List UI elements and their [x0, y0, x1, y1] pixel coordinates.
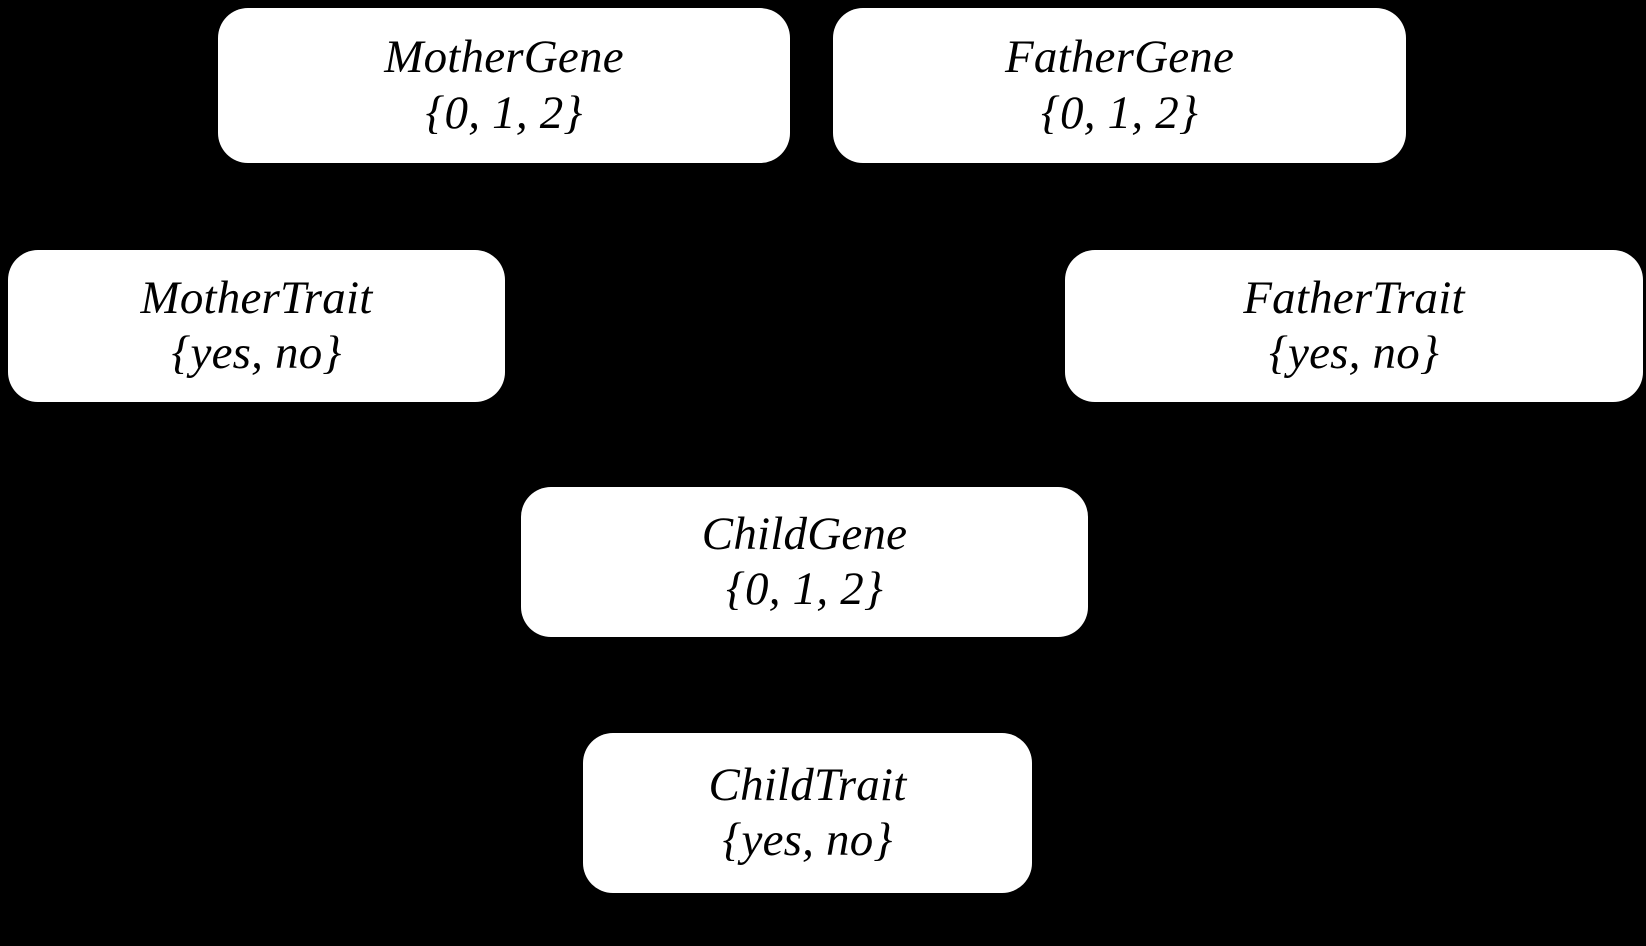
edge-mother-gene-to-mother-trait — [254, 161, 382, 252]
node-father-trait-domain: {yes, no} — [1269, 327, 1439, 379]
edge-mother-gene-to-child-gene — [558, 162, 732, 488]
node-child-trait-label: ChildTrait — [708, 758, 907, 811]
node-father-trait-label: FatherTrait — [1243, 271, 1465, 324]
node-father-gene[interactable]: FatherGene {0, 1, 2} — [833, 8, 1406, 163]
node-child-gene-label: ChildGene — [701, 507, 908, 560]
node-mother-gene-domain: {0, 1, 2} — [425, 86, 583, 139]
node-father-gene-label: FatherGene — [1004, 31, 1235, 84]
node-mother-trait-domain: {yes, no} — [171, 327, 342, 379]
edge-father-gene-to-child-gene — [878, 162, 1062, 488]
node-child-gene[interactable]: ChildGene {0, 1, 2} — [521, 487, 1088, 637]
node-child-trait[interactable]: ChildTrait {yes, no} — [583, 733, 1032, 893]
node-mother-trait-label: MotherTrait — [140, 271, 373, 324]
node-mother-trait[interactable]: MotherTrait {yes, no} — [8, 250, 505, 402]
node-mother-gene-label: MotherGene — [384, 31, 624, 84]
node-father-gene-domain: {0, 1, 2} — [1041, 86, 1198, 139]
node-mother-gene[interactable]: MotherGene {0, 1, 2} — [218, 8, 790, 163]
node-child-trait-domain: {yes, no} — [722, 814, 893, 866]
node-father-trait[interactable]: FatherTrait {yes, no} — [1065, 250, 1643, 402]
edge-father-gene-to-father-trait — [1238, 161, 1356, 252]
node-child-gene-domain: {0, 1, 2} — [726, 563, 883, 615]
